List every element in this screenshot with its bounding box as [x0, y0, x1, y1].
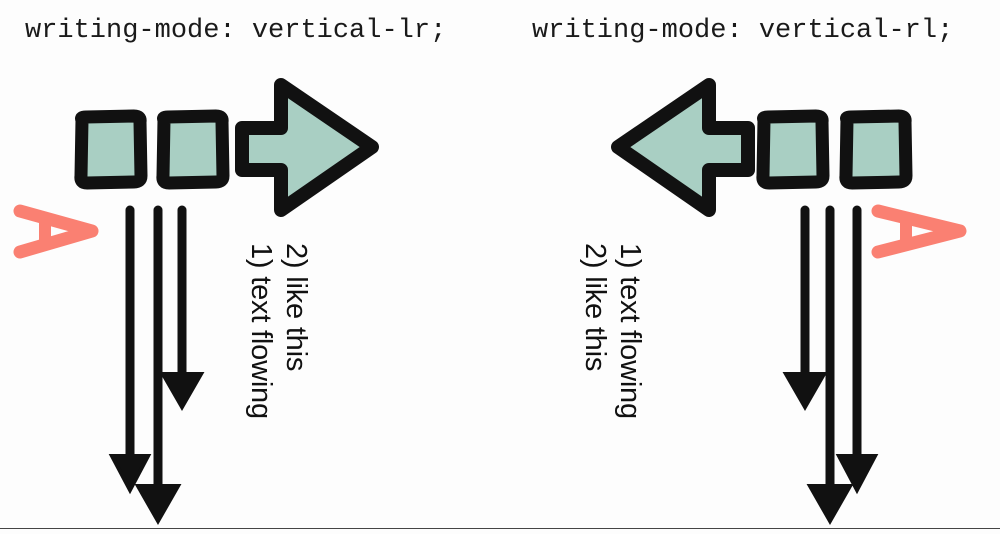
- glyph-letter-a-rotated-left: [13, 204, 99, 259]
- bottom-divider: [0, 528, 1000, 529]
- left-panel-graphics: [13, 78, 379, 526]
- flow-arrow-2-right: [806, 205, 854, 526]
- flow-label-1-right: 1) text flowing: [614, 243, 646, 419]
- flow-arrow-3-left: [159, 205, 205, 412]
- panel-heading-vertical-rl: writing-mode: vertical-rl;: [532, 16, 954, 46]
- box-2-left: [156, 109, 230, 190]
- flow-arrow-2-left: [134, 205, 182, 526]
- panel-vertical-lr: writing-mode: vertical-lr;: [13, 16, 447, 526]
- direction-arrow-left: [611, 78, 755, 217]
- flow-arrow-3-right: [782, 205, 828, 412]
- flow-label-1-left: 1) text flowing: [245, 243, 277, 419]
- flow-label-2-left: 2) like this: [280, 243, 312, 372]
- box-2-right: [839, 109, 913, 190]
- direction-arrow-right: [235, 78, 379, 217]
- glyph-letter-a-rotated-right: [871, 204, 967, 259]
- panel-heading-vertical-lr: writing-mode: vertical-lr;: [25, 16, 447, 46]
- flow-label-2-right: 2) like this: [579, 243, 611, 372]
- flow-arrow-1-left: [108, 205, 152, 495]
- right-panel-graphics: [611, 78, 967, 526]
- flow-arrow-1-right: [835, 205, 879, 495]
- box-1-right: [756, 109, 830, 190]
- panel-vertical-rl: writing-mode: vertical-rl;: [500, 0, 1000, 534]
- box-1-left: [74, 109, 148, 190]
